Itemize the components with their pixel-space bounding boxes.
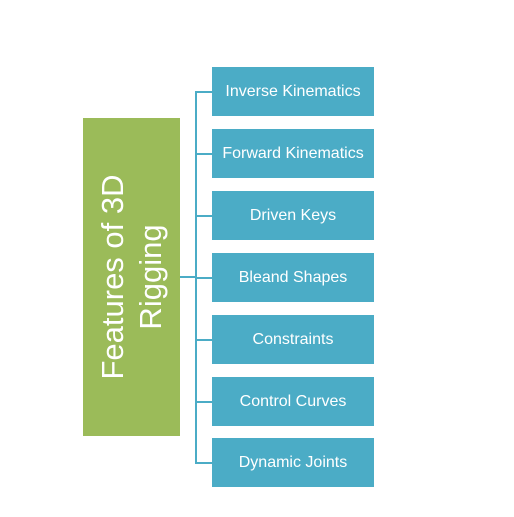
branch-connector — [195, 215, 212, 217]
branch-connector — [195, 401, 212, 403]
root-node-label: Features of 3D Rigging — [94, 174, 168, 380]
feature-driven-keys: Driven Keys — [212, 191, 374, 240]
branch-connector — [195, 153, 212, 155]
feature-forward-kinematics: Forward Kinematics — [212, 129, 374, 178]
branch-connector — [195, 91, 212, 93]
feature-constraints: Constraints — [212, 315, 374, 364]
branch-connector — [195, 339, 212, 341]
feature-inverse-kinematics: Inverse Kinematics — [212, 67, 374, 116]
branch-connector — [195, 277, 212, 279]
branch-connector — [195, 462, 212, 464]
feature-bleand-shapes: Bleand Shapes — [212, 253, 374, 302]
feature-dynamic-joints: Dynamic Joints — [212, 438, 374, 487]
feature-control-curves: Control Curves — [212, 377, 374, 426]
root-connector — [180, 276, 196, 278]
root-node: Features of 3D Rigging — [83, 118, 180, 436]
